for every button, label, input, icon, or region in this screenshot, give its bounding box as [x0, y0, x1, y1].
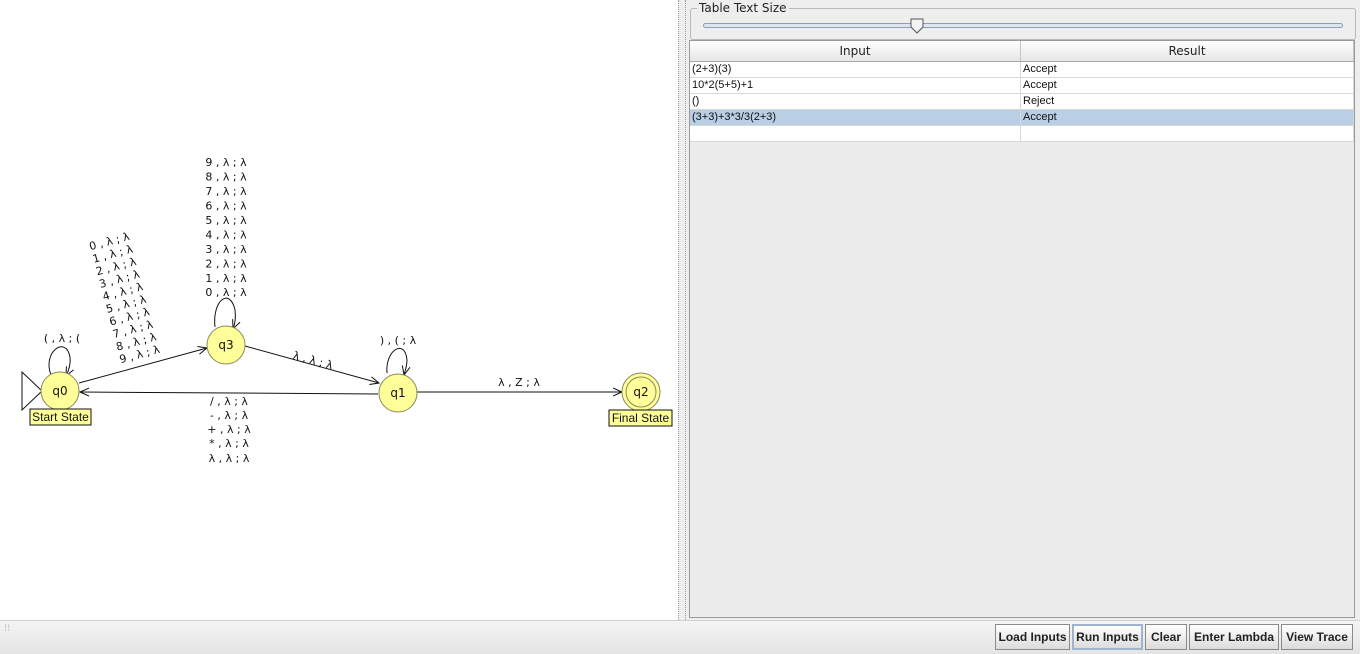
state-q1[interactable]: q1 — [378, 373, 418, 413]
table-row-selected[interactable]: (3+3)+3*3/3(2+3) Accept — [690, 110, 1354, 126]
table-text-size-group: Table Text Size — [690, 1, 1356, 40]
state-label: q2 — [633, 385, 648, 399]
view-trace-button[interactable]: View Trace — [1281, 624, 1353, 650]
edge-q1-q0[interactable] — [80, 392, 379, 394]
result-cell: Accept — [1021, 78, 1354, 93]
transition-label: λ , Z ; λ — [498, 376, 540, 389]
start-state-tag-label: Start State — [32, 410, 89, 424]
loop-q0[interactable] — [48, 346, 70, 376]
result-cell: Accept — [1021, 110, 1354, 125]
edge-q3-q1[interactable] — [244, 345, 379, 383]
table-text-size-title: Table Text Size — [697, 1, 789, 15]
split-pane-divider[interactable] — [678, 0, 686, 620]
state-q3[interactable]: q3 — [206, 325, 246, 365]
transition-label: / , λ ; λ — [210, 395, 248, 408]
initial-state-marker — [21, 370, 43, 412]
transition-label: 2 , λ ; λ — [205, 258, 247, 271]
state-q2[interactable]: q2 — [621, 372, 661, 412]
transition-label: 4 , λ ; λ — [205, 229, 247, 242]
table-row[interactable]: () Reject — [690, 94, 1354, 110]
result-cell: Reject — [1021, 94, 1354, 109]
transition-label: λ , λ ; λ — [292, 349, 335, 372]
table-row-empty[interactable] — [690, 126, 1354, 142]
loop-q3[interactable] — [214, 297, 236, 329]
transition-label: λ , λ ; λ — [209, 452, 250, 465]
state-q0[interactable]: q0 — [40, 371, 80, 411]
automaton-graph: q0 q3 q1 q2 Start State Final State ( , … — [21, 156, 673, 465]
table-row[interactable]: (2+3)(3) Accept — [690, 62, 1354, 78]
labels-loop-q3: 9 , λ ; λ 8 , λ ; λ 7 , λ ; λ 6 , λ ; λ … — [205, 156, 247, 299]
run-inputs-button[interactable]: Run Inputs — [1072, 624, 1143, 650]
transition-label: 3 , λ ; λ — [205, 243, 247, 256]
resize-grip-icon[interactable]: ⁝⁝ — [4, 623, 11, 634]
clear-button[interactable]: Clear — [1145, 624, 1187, 650]
final-state-tag: Final State — [608, 409, 673, 427]
table-text-size-track[interactable] — [703, 23, 1343, 28]
automaton-editor-canvas[interactable]: q0 q3 q1 q2 Start State Final State ( , … — [0, 0, 678, 620]
transition-label: * , λ ; λ — [209, 437, 249, 450]
inputs-table[interactable]: Input Result (2+3)(3) Accept 10*2(5+5)+1… — [689, 40, 1355, 618]
transition-label: 0 , λ ; λ — [205, 286, 247, 299]
table-row[interactable]: 10*2(5+5)+1 Accept — [690, 78, 1354, 94]
labels-loop-q0: ( , λ ; ( — [44, 332, 80, 345]
input-cell[interactable]: (2+3)(3) — [690, 62, 1021, 77]
state-label: q3 — [218, 338, 233, 352]
result-cell: Accept — [1021, 62, 1354, 77]
labels-q3-q1: λ , λ ; λ — [292, 349, 335, 372]
final-state-tag-label: Final State — [612, 411, 670, 425]
state-label: q0 — [52, 384, 67, 398]
transition-label: 8 , λ ; λ — [205, 171, 247, 184]
edge-q0-q3[interactable] — [78, 348, 207, 384]
column-header-result[interactable]: Result — [1021, 41, 1354, 61]
table-header: Input Result — [690, 41, 1354, 62]
input-panel: Table Text Size Input Result (2+3)(3) Ac… — [686, 0, 1360, 620]
labels-q0-q3: 0 , λ ; λ 1 , λ ; λ 2 , λ ; λ 3 , λ ; λ … — [88, 230, 162, 366]
transition-label: + , λ ; λ — [207, 423, 251, 436]
labels-loop-q1: ) , ( ; λ — [380, 334, 417, 347]
table-text-size-slider-thumb[interactable] — [910, 18, 924, 34]
load-inputs-button[interactable]: Load Inputs — [995, 624, 1070, 650]
transition-label: ) , ( ; λ — [380, 334, 417, 347]
transition-label: 5 , λ ; λ — [205, 214, 247, 227]
input-cell[interactable]: (3+3)+3*3/3(2+3) — [690, 110, 1021, 125]
transition-label: 7 , λ ; λ — [205, 185, 247, 198]
bottom-toolbar: ⁝⁝ Load Inputs Run Inputs Clear Enter La… — [0, 620, 1360, 654]
transition-label: 9 , λ ; λ — [205, 156, 247, 169]
transition-label: 6 , λ ; λ — [205, 200, 247, 213]
transition-label: - , λ ; λ — [210, 409, 249, 422]
labels-q1-q0: / , λ ; λ - , λ ; λ + , λ ; λ * , λ ; λ … — [207, 395, 251, 465]
input-cell[interactable]: () — [690, 94, 1021, 109]
column-header-input[interactable]: Input — [690, 41, 1021, 61]
transition-label: 1 , λ ; λ — [205, 272, 247, 285]
state-label: q1 — [390, 386, 405, 400]
labels-q1-q2: λ , Z ; λ — [498, 376, 540, 389]
transition-label: ( , λ ; ( — [44, 332, 80, 345]
result-cell — [1021, 126, 1354, 141]
start-state-tag: Start State — [29, 408, 92, 426]
enter-lambda-button[interactable]: Enter Lambda — [1189, 624, 1279, 650]
loop-q1[interactable] — [386, 347, 407, 375]
input-cell[interactable] — [690, 126, 1021, 141]
input-cell[interactable]: 10*2(5+5)+1 — [690, 78, 1021, 93]
